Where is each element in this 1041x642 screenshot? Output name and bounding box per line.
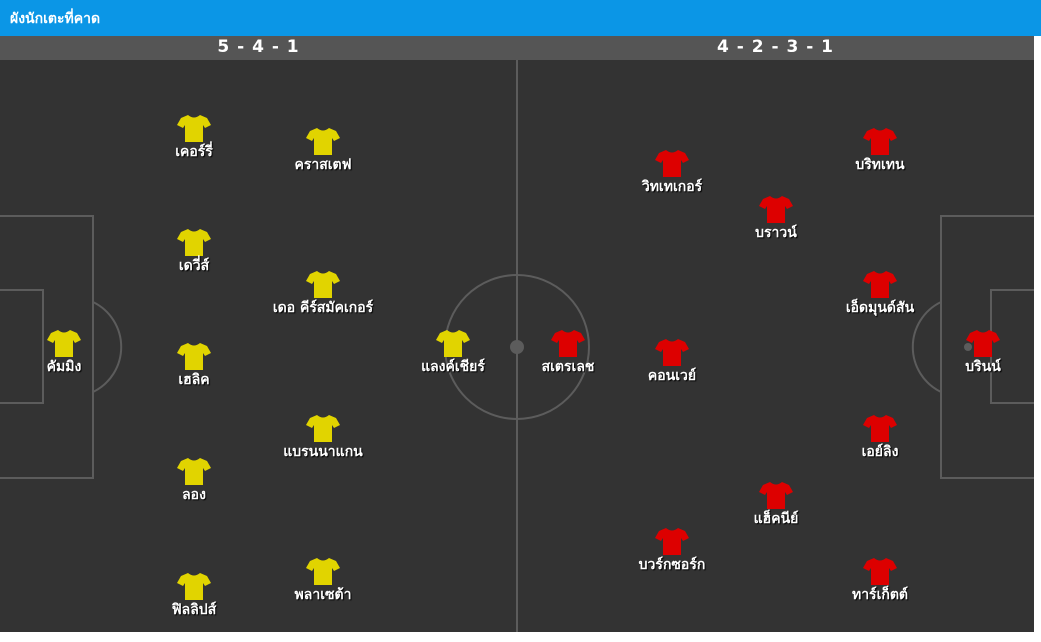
pitch: คัมมิง เคอร์รี่ เดวี่ส์ เฮลิค ลอง ฟิลลิป… [0,60,1034,632]
away-player[interactable]: สเตรเลช [498,328,638,376]
player-name: บริทเทน [855,157,905,173]
home-player[interactable]: พลาเซต้า [253,556,393,604]
away-player[interactable]: บริทเทน [810,126,950,174]
red-shirt-icon [863,126,897,156]
red-shirt-icon [966,328,1000,358]
player-name: สเตรเลช [541,359,595,375]
player-name: แลงค์เชียร์ [421,359,485,375]
left-goal-box [0,289,44,404]
right-penalty-arc [911,301,942,393]
yellow-shirt-icon [436,328,470,358]
player-name: บรินน์ [965,359,1001,375]
home-player[interactable]: แลงค์เชียร์ [383,328,523,376]
yellow-shirt-icon [306,269,340,299]
home-formation: 5 - 4 - 1 [217,37,300,57]
player-name: แฮ็คนีย์ [753,511,799,527]
away-formation: 4 - 2 - 3 - 1 [717,37,834,57]
right-penalty-spot [964,343,972,351]
bottom-margin [0,632,1041,642]
player-name: คัมมิง [46,359,82,375]
player-name: วิทเทเกอร์ [641,179,703,195]
player-name: เฮลิค [178,372,210,388]
right-penalty-box [940,215,1034,479]
yellow-shirt-icon [177,341,211,371]
player-name: ลอง [182,487,206,503]
away-player[interactable]: บราวน์ [706,194,846,242]
player-name: เดอ คีร์สมัคเกอร์ [272,300,374,316]
red-shirt-icon [655,148,689,178]
left-penalty-box [0,215,94,479]
red-shirt-icon [655,526,689,556]
red-shirt-icon [759,194,793,224]
away-player[interactable]: แฮ็คนีย์ [706,480,846,528]
yellow-shirt-icon [306,556,340,586]
left-penalty-arc [92,301,123,393]
yellow-shirt-icon [177,456,211,486]
player-name: บราวน์ [755,225,797,241]
red-shirt-icon [655,337,689,367]
away-player[interactable]: คอนเวย์ [602,337,742,385]
red-shirt-icon [863,556,897,586]
player-name: เอย์ลิง [861,444,899,460]
formation-bar: 5 - 4 - 1 4 - 2 - 3 - 1 [0,36,1034,60]
home-player[interactable]: เคอร์รี่ [124,113,264,161]
player-name: แบรนนาแกน [283,444,363,460]
player-name: ทาร์เก็ตต์ [851,587,909,603]
home-player[interactable]: เดอ คีร์สมัคเกอร์ [253,269,393,317]
yellow-shirt-icon [306,413,340,443]
home-player[interactable]: ลอง [124,456,264,504]
page-title: ผังนักเตะที่คาด [10,11,101,27]
player-name: บวร์กซอร์ก [638,557,706,573]
yellow-shirt-icon [177,227,211,257]
away-player[interactable]: ทาร์เก็ตต์ [810,556,950,604]
yellow-shirt-icon [177,113,211,143]
home-player[interactable]: แบรนนาแกน [253,413,393,461]
title-bar: ผังนักเตะที่คาด [0,0,1041,36]
player-name: ฟิลลิปส์ [171,602,217,618]
player-name: เอ็ดมุนด์สัน [845,300,915,316]
away-player[interactable]: บรินน์ [913,328,1034,376]
red-shirt-icon [759,480,793,510]
home-player[interactable]: เดวี่ส์ [124,227,264,275]
home-player[interactable]: คราสเตฟ [253,126,393,174]
yellow-shirt-icon [47,328,81,358]
away-player[interactable]: เอย์ลิง [810,413,950,461]
away-player[interactable]: บวร์กซอร์ก [602,526,742,574]
home-player[interactable]: เฮลิค [124,341,264,389]
away-player[interactable]: เอ็ดมุนด์สัน [810,269,950,317]
player-name: คราสเตฟ [294,157,352,173]
home-player[interactable]: ฟิลลิปส์ [124,571,264,619]
red-shirt-icon [863,413,897,443]
red-shirt-icon [863,269,897,299]
away-player[interactable]: วิทเทเกอร์ [602,148,742,196]
home-player[interactable]: คัมมิง [0,328,134,376]
red-shirt-icon [551,328,585,358]
player-name: คอนเวย์ [647,368,697,384]
center-spot [510,340,524,354]
player-name: พลาเซต้า [294,587,352,603]
player-name: เคอร์รี่ [175,144,213,160]
yellow-shirt-icon [177,571,211,601]
yellow-shirt-icon [306,126,340,156]
player-name: เดวี่ส์ [178,258,210,274]
